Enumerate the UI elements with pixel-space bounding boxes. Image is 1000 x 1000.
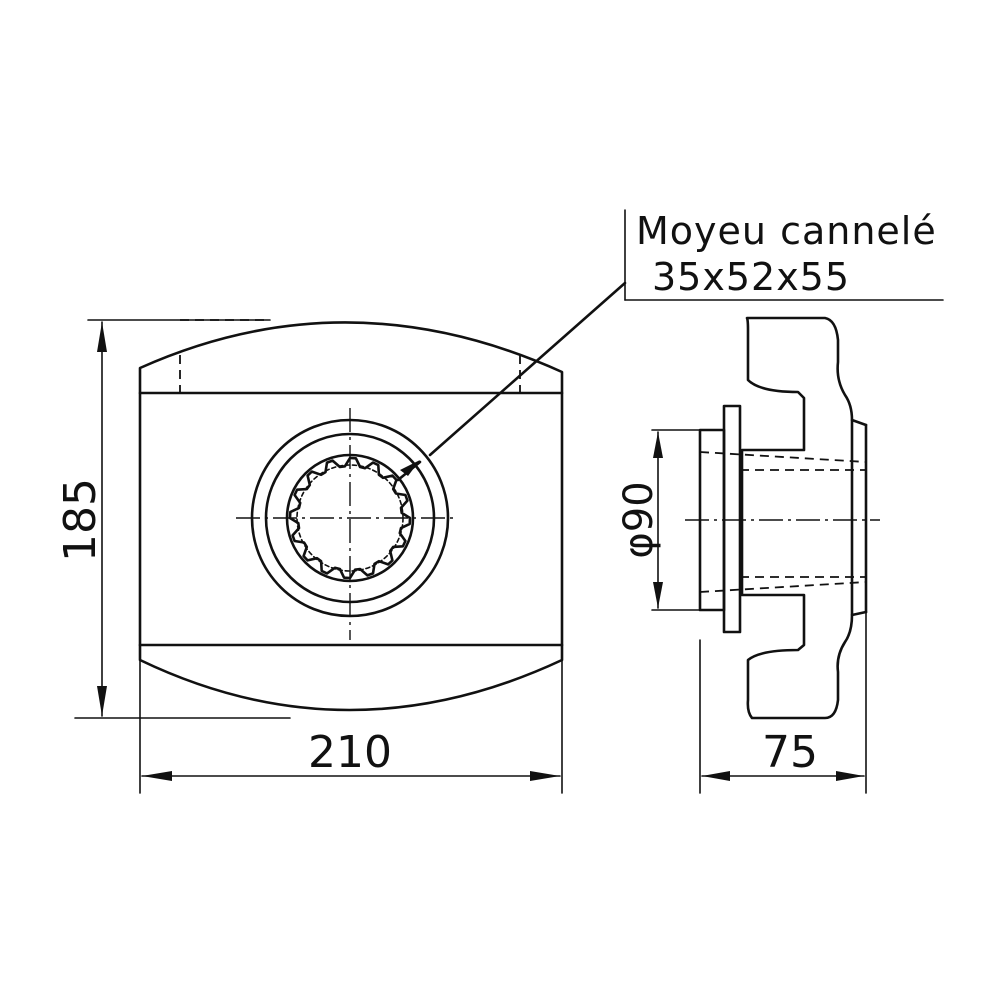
callout-spec: 35x52x55 — [652, 255, 850, 299]
front-view — [138, 281, 627, 712]
width-dimension: 210 — [139, 659, 563, 794]
diameter-arrow-top — [653, 432, 663, 458]
thickness-dimension: 75 — [699, 611, 867, 794]
side-view — [685, 316, 880, 720]
callout-leader-arrow — [400, 460, 420, 476]
width-arrow-left — [142, 771, 172, 781]
diameter-dimension: φ90 — [616, 429, 701, 611]
side-body-outline — [740, 316, 854, 720]
side-hidden-bore-top — [699, 451, 867, 463]
diameter-dimension-label: φ90 — [616, 481, 662, 558]
side-right-face-bottom — [850, 610, 868, 617]
front-body-outline — [138, 321, 564, 712]
callout-leader-line — [428, 281, 627, 457]
thickness-arrow-left — [702, 771, 730, 781]
callout: Moyeu cannelé 35x52x55 — [624, 209, 944, 301]
callout-title: Moyeu cannelé — [636, 209, 937, 253]
side-right-face — [850, 418, 868, 427]
thickness-arrow-right — [836, 771, 864, 781]
height-arrow-bottom — [97, 686, 107, 716]
thickness-dimension-label: 75 — [762, 727, 818, 778]
height-dimension-label: 185 — [55, 478, 106, 562]
side-flange-plate — [722, 404, 742, 634]
height-dimension: 185 — [55, 319, 291, 719]
diameter-arrow-bottom — [653, 582, 663, 608]
width-dimension-label: 210 — [308, 727, 392, 778]
width-arrow-right — [530, 771, 560, 781]
side-hidden-bore-bottom — [699, 581, 867, 593]
height-arrow-top — [97, 322, 107, 352]
